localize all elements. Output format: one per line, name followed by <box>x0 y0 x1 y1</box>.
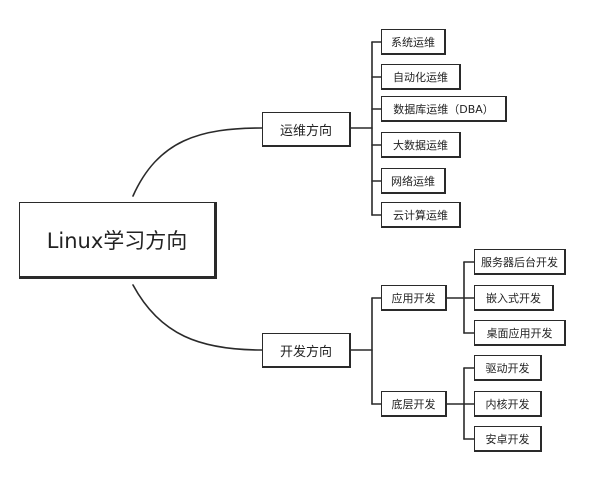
branch-node-dev[interactable]: 开发方向 <box>262 333 351 368</box>
ops-node-system[interactable]: 系统运维 <box>381 29 446 55</box>
ops-node-network[interactable]: 网络运维 <box>381 168 446 194</box>
app-node-server-backend[interactable]: 服务器后台开发 <box>474 249 566 275</box>
root-node[interactable]: Linux学习方向 <box>19 202 217 279</box>
connector-root-ops <box>132 127 263 197</box>
dev-node-lowlevel[interactable]: 底层开发 <box>381 391 447 417</box>
low-node-android[interactable]: 安卓开发 <box>474 426 542 452</box>
ops-node-bigdata[interactable]: 大数据运维 <box>381 132 461 158</box>
ops-node-automation[interactable]: 自动化运维 <box>381 64 461 90</box>
low-node-driver[interactable]: 驱动开发 <box>474 355 542 381</box>
branch-node-ops[interactable]: 运维方向 <box>262 112 351 147</box>
dev-node-application[interactable]: 应用开发 <box>381 285 447 311</box>
ops-node-cloud[interactable]: 云计算运维 <box>381 202 461 228</box>
app-node-embedded[interactable]: 嵌入式开发 <box>474 285 554 311</box>
app-node-desktop[interactable]: 桌面应用开发 <box>474 320 566 346</box>
low-node-kernel[interactable]: 内核开发 <box>474 391 542 417</box>
ops-node-dba[interactable]: 数据库运维（DBA） <box>381 96 507 122</box>
connector-root-dev <box>132 284 263 351</box>
